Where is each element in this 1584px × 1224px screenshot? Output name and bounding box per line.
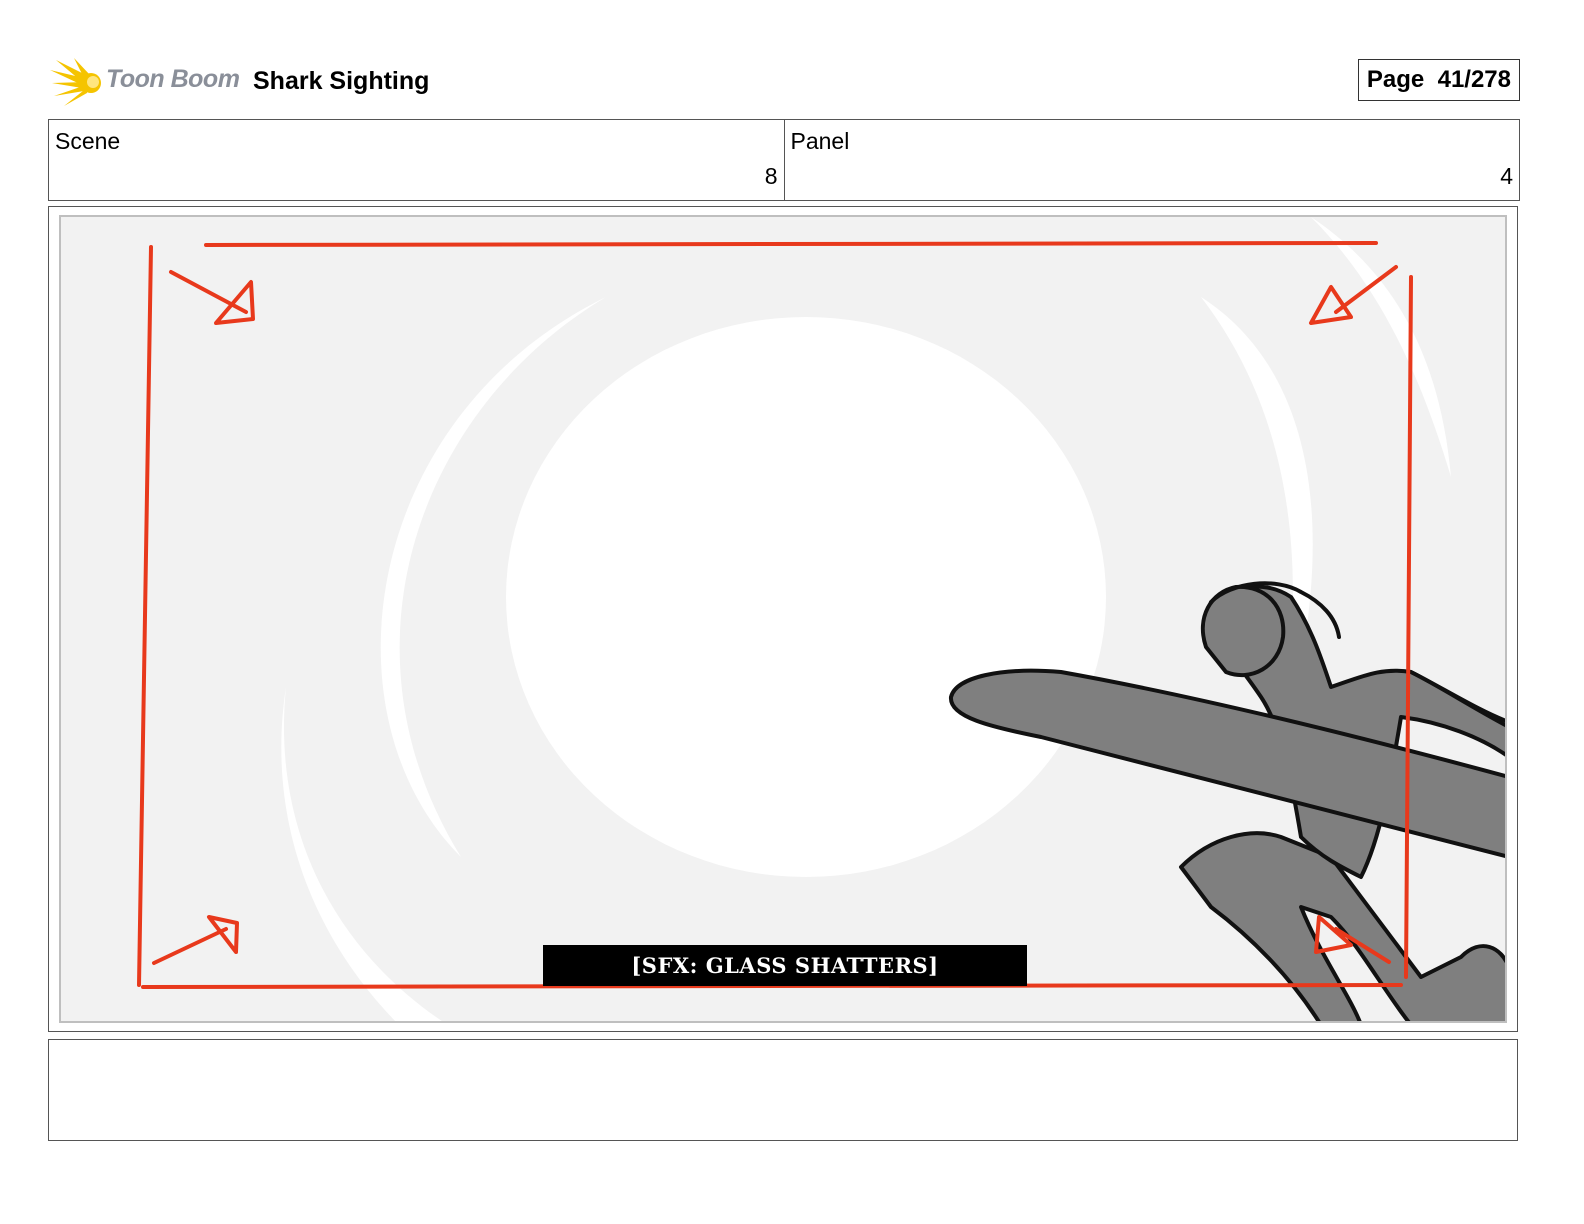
storyboard-panel-image: [SFX: GLASS SHATTERS]: [59, 215, 1507, 1023]
sfx-caption: [SFX: GLASS SHATTERS]: [543, 945, 1027, 986]
light-burst: [506, 317, 1106, 877]
arrow-bottom-left: [152, 915, 239, 965]
red-frame-left: [137, 245, 153, 987]
zoom-annotations: [137, 241, 1413, 989]
surfer-hair: [1209, 581, 1341, 639]
scene-label: Scene: [55, 128, 121, 154]
swirl-streak-top-right: [1311, 217, 1451, 477]
brand-name: Toon Boom: [106, 65, 240, 93]
page-header: Toon Boom Shark Sighting Page 41/278: [48, 56, 1520, 108]
surfer-arm: [1409, 670, 1505, 723]
panel-artwork: [137, 217, 1505, 1021]
page-label: Page: [1366, 66, 1425, 93]
red-frame-top: [204, 241, 1378, 247]
storyboard-panel-frame: [SFX: GLASS SHATTERS]: [48, 206, 1518, 1032]
panel-notes-box[interactable]: [48, 1039, 1518, 1141]
surfer-figure: [949, 581, 1505, 1021]
panel-cell: Panel 4: [783, 120, 1520, 200]
project-title: Shark Sighting: [253, 67, 430, 95]
surfboard: [949, 668, 1505, 859]
page-indicator: Page 41/278: [1357, 59, 1520, 101]
surfer-head: [1200, 584, 1286, 678]
arrow-top-left: [169, 270, 255, 325]
swirl-streak-right: [1201, 297, 1313, 777]
toon-boom-logo: Toon Boom: [50, 56, 240, 108]
red-frame-right: [1404, 275, 1413, 979]
swirl-streak-lower-left: [281, 687, 443, 1021]
panel-label: Panel: [790, 128, 850, 154]
page-number: 41/278: [1437, 66, 1511, 93]
scene-panel-row: Scene 8 Panel 4: [48, 119, 1520, 201]
arrow-top-right: [1309, 265, 1398, 325]
scene-value: 8: [764, 163, 778, 189]
arrow-bottom-right: [1314, 915, 1391, 964]
toon-boom-burst-icon: [50, 58, 101, 106]
scene-cell: Scene 8: [49, 120, 784, 200]
red-frame-bottom: [141, 983, 1403, 989]
panel-value: 4: [1500, 163, 1513, 189]
